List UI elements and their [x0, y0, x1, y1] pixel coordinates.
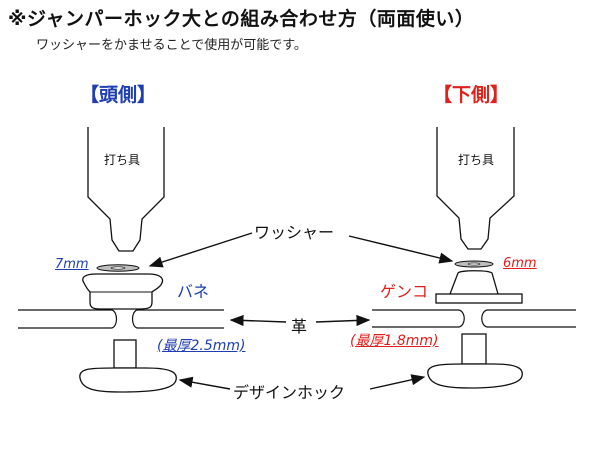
genko-base	[435, 293, 523, 304]
right-punch-tool	[436, 127, 515, 250]
left-design-hook-head	[79, 367, 177, 393]
left-washer-size: 7mm	[55, 257, 89, 272]
genko-part	[449, 270, 499, 295]
right-design-hook-stem	[461, 333, 487, 365]
head-side-label: 【頭側】	[80, 84, 157, 106]
page-subtitle: ワッシャーをかませることで使用が可能です。	[36, 38, 307, 53]
left-design-hook-stem	[113, 339, 137, 369]
bottom-side-label: 【下側】	[433, 84, 510, 106]
spring-label: バネ	[177, 282, 210, 301]
leather-arrow-right	[315, 314, 371, 327]
page-title: ※ジャンパーホック大との組み合わせ方（両面使い）	[8, 8, 475, 30]
design-arrow-left	[178, 376, 231, 390]
genko-label: ゲンコ	[380, 282, 429, 301]
leather-label: 革	[291, 317, 308, 336]
design-arrow-right	[369, 374, 426, 390]
left-punch-tool	[87, 127, 165, 252]
washer-arrow-left	[148, 232, 253, 268]
washer-arrow-right	[348, 235, 454, 264]
right-max-thickness: (最厚1.8mm)	[350, 333, 439, 349]
design-hook-label: デザインホック	[233, 383, 346, 402]
right-washer-size: 6mm	[503, 256, 537, 271]
right-tool-label: 打ち具	[458, 153, 495, 167]
left-tool-label: 打ち具	[104, 153, 141, 167]
right-washer-hole	[467, 262, 481, 266]
left-washer-hole	[110, 266, 126, 270]
right-design-hook-head	[427, 363, 523, 389]
washer-label: ワッシャー	[254, 223, 335, 242]
leather-arrow-left	[229, 314, 287, 327]
left-max-thickness: (最厚2.5mm)	[157, 338, 246, 354]
